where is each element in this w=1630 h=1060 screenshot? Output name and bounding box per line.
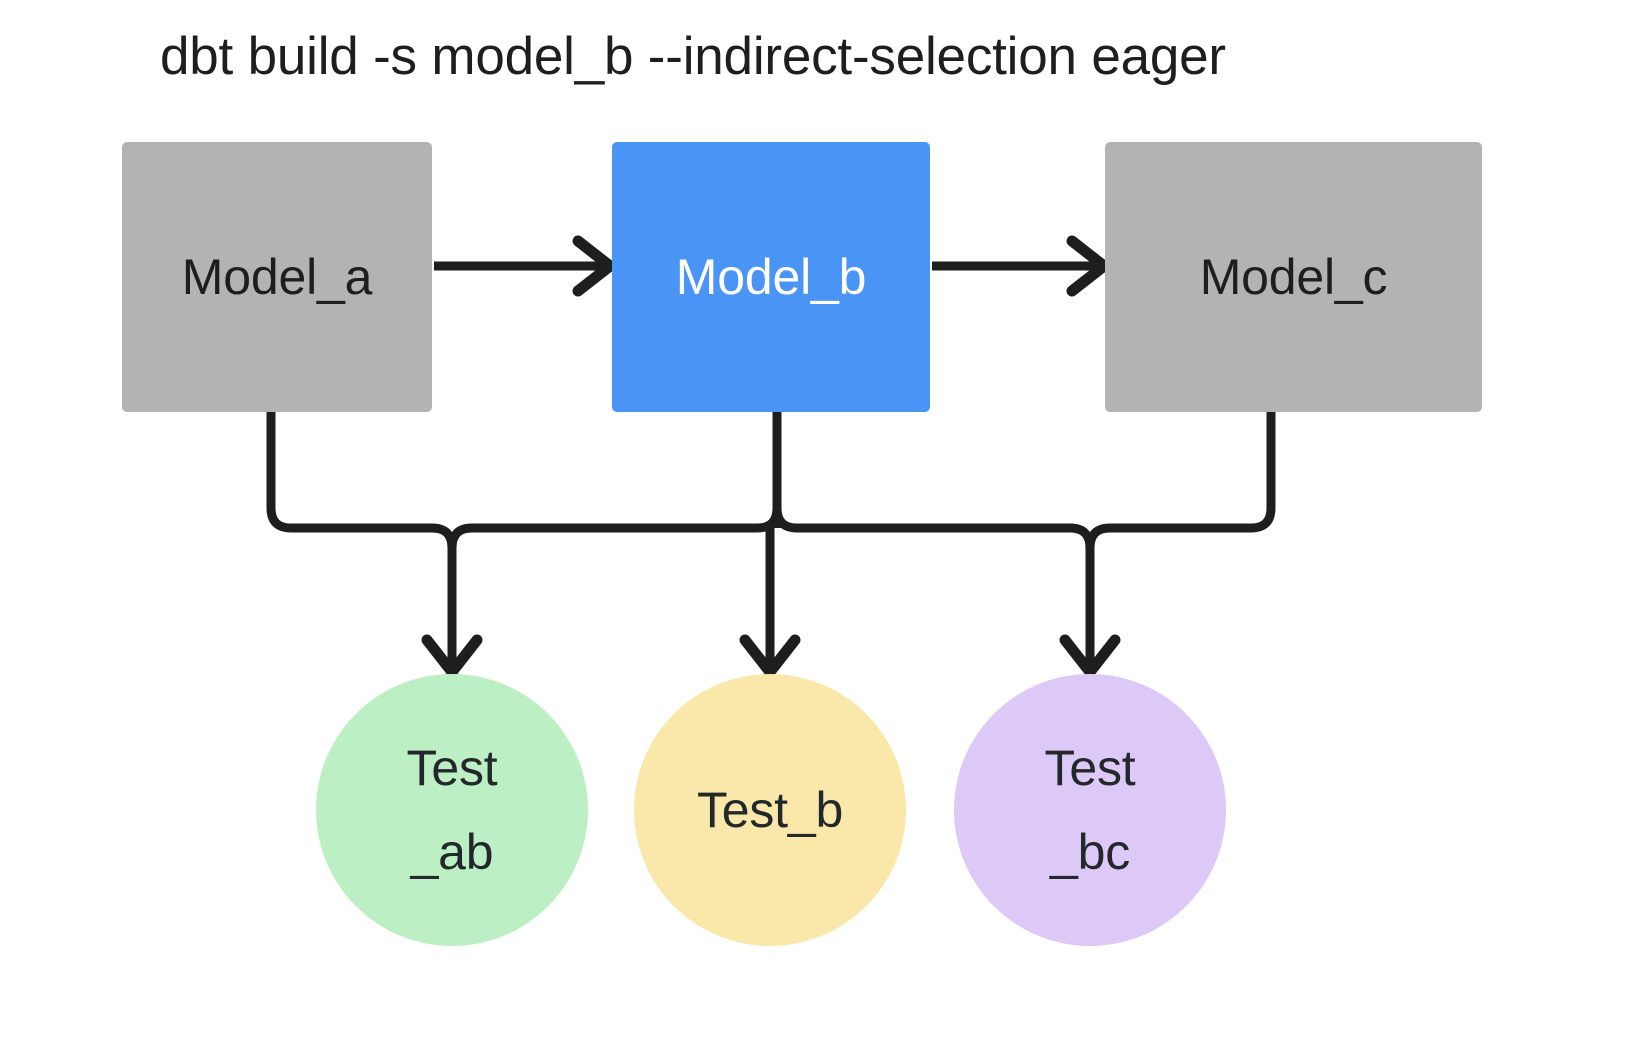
node-test-bc[interactable]: Test _bc [954,674,1226,946]
node-test-bc-label-line2: _bc [1049,824,1130,880]
edge-drop-test-bc [1059,523,1121,678]
node-test-bc-label-line1: Test [1044,740,1136,796]
node-test-b-label-line1: Test_b [696,782,844,838]
node-test-b[interactable]: Test_b [634,674,906,946]
node-model-c[interactable]: Model_c [1105,142,1482,412]
node-model-a[interactable]: Model_a [122,142,432,412]
edge-model-c-to-test-bc [1110,412,1276,533]
edge-model-b-to-model-c [932,235,1110,297]
edge-model-a-to-model-b [434,235,616,297]
edge-model-b-to-tests [472,412,1070,533]
node-model-b[interactable]: Model_b [612,142,930,412]
edge-model-a-to-test-ab [266,412,432,533]
node-test-ab-label-line2: _ab [410,824,494,880]
edge-drop-test-ab [421,523,483,678]
node-model-c-label: Model_c [1199,249,1388,305]
node-model-a-label: Model_a [181,249,373,305]
node-test-ab-label-line1: Test [406,740,498,796]
diagram-title: dbt build -s model_b --indirect-selectio… [160,27,1226,86]
edge-drop-test-b [739,528,801,678]
node-test-ab[interactable]: Test _ab [316,674,588,946]
node-model-b-label: Model_b [675,249,867,305]
